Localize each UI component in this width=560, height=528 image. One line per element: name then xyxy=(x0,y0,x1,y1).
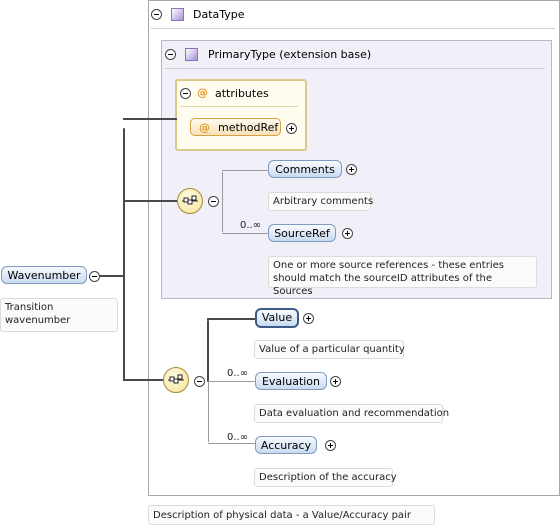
accuracy-expand-icon[interactable] xyxy=(325,440,336,451)
primarytype-type-icon xyxy=(185,48,198,61)
seq2-branch-to-accuracy xyxy=(208,443,255,444)
sequence-compositor-icon-2 xyxy=(163,367,189,393)
attributes-at-icon: @ xyxy=(197,86,208,99)
seq1-branch-vertical xyxy=(222,172,223,232)
evaluation-cardinality: 0..∞ xyxy=(227,368,249,379)
attributes-header-divider xyxy=(180,106,298,107)
root-element-wavenumber[interactable]: Wavenumber xyxy=(1,266,87,284)
root-doc: Transition wavenumber xyxy=(0,298,118,332)
sourceref-doc: One or more source references - these en… xyxy=(268,256,537,297)
evaluation-doc: Data evaluation and recommendation xyxy=(254,404,449,423)
element-accuracy[interactable]: Accuracy xyxy=(255,436,317,454)
datatype-collapse-icon[interactable] xyxy=(151,9,162,20)
datatype-header-divider xyxy=(151,28,555,29)
sourceref-expand-icon[interactable] xyxy=(342,228,353,239)
element-sourceref[interactable]: SourceRef xyxy=(268,224,336,242)
element-value[interactable]: Value xyxy=(255,308,299,328)
seq1-collapse-icon[interactable] xyxy=(208,196,219,207)
connector-to-seq1 xyxy=(123,200,177,202)
primarytype-title: PrimaryType (extension base) xyxy=(208,48,372,61)
accuracy-cardinality: 0..∞ xyxy=(227,432,249,443)
primarytype-collapse-icon[interactable] xyxy=(165,49,176,60)
datatype-doc: Description of physical data - a Value/A… xyxy=(148,505,435,525)
value-doc: Value of a particular quantity xyxy=(254,340,405,359)
root-collapse-icon[interactable] xyxy=(89,271,100,282)
seq2-branch-to-evaluation xyxy=(208,381,255,382)
evaluation-expand-icon[interactable] xyxy=(330,376,341,387)
accuracy-doc: Description of the accuracy xyxy=(254,468,397,487)
methodref-label: methodRef xyxy=(218,121,279,134)
sequence-compositor-icon xyxy=(177,188,203,214)
connector-to-seq2 xyxy=(123,379,163,381)
datatype-title: DataType xyxy=(193,8,245,21)
seq1-branch-top-curve xyxy=(222,170,268,171)
primarytype-header-divider xyxy=(165,68,545,69)
connector-trunk xyxy=(123,128,125,380)
attribute-methodref[interactable]: @ methodRef xyxy=(190,118,281,136)
seq2-branch-vertical xyxy=(207,320,209,382)
seq2-branch-lower xyxy=(208,382,209,442)
comments-doc: Arbitrary comments xyxy=(268,192,373,211)
attributes-collapse-icon[interactable] xyxy=(180,88,191,99)
attributes-title: attributes xyxy=(215,87,269,100)
methodref-expand-icon[interactable] xyxy=(286,123,297,134)
methodref-at-icon: @ xyxy=(199,121,210,134)
comments-expand-icon[interactable] xyxy=(346,164,357,175)
seq2-branch-to-value xyxy=(207,318,255,320)
sequence-glyph-2 xyxy=(168,374,184,384)
connector-to-attributes xyxy=(123,118,177,120)
connector-root-out xyxy=(100,275,124,277)
element-evaluation[interactable]: Evaluation xyxy=(255,372,327,390)
sequence-glyph xyxy=(182,195,198,205)
seq1-branch-bottom xyxy=(222,233,268,234)
attributes-box xyxy=(175,79,307,151)
element-comments[interactable]: Comments xyxy=(268,160,342,178)
sourceref-cardinality: 0..∞ xyxy=(240,220,262,231)
value-expand-icon[interactable] xyxy=(303,313,314,324)
datatype-type-icon xyxy=(171,8,184,21)
seq2-collapse-icon[interactable] xyxy=(194,376,205,387)
